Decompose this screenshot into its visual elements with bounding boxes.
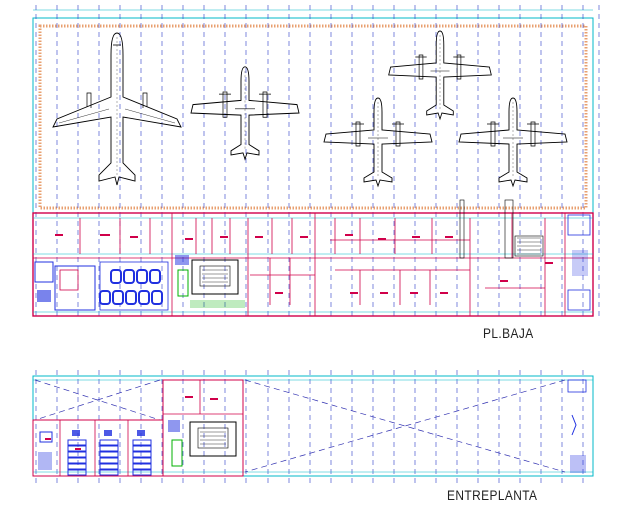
structural-grid: [35, 5, 600, 320]
aircraft-prop-3: [323, 97, 433, 187]
ground-floor-label: PL.BAJA: [483, 325, 534, 341]
mezzanine-label: ENTREPLANTA: [447, 487, 538, 503]
mezzanine-desks: [67, 439, 152, 476]
mezzanine-plan: [32, 370, 594, 485]
aircraft-prop-2: [388, 30, 492, 120]
aircraft-prop-4: [458, 97, 568, 187]
aircraft-prop-1: [190, 66, 300, 160]
seating-blocks: [99, 269, 163, 305]
ground-floor-offices: [32, 199, 594, 317]
